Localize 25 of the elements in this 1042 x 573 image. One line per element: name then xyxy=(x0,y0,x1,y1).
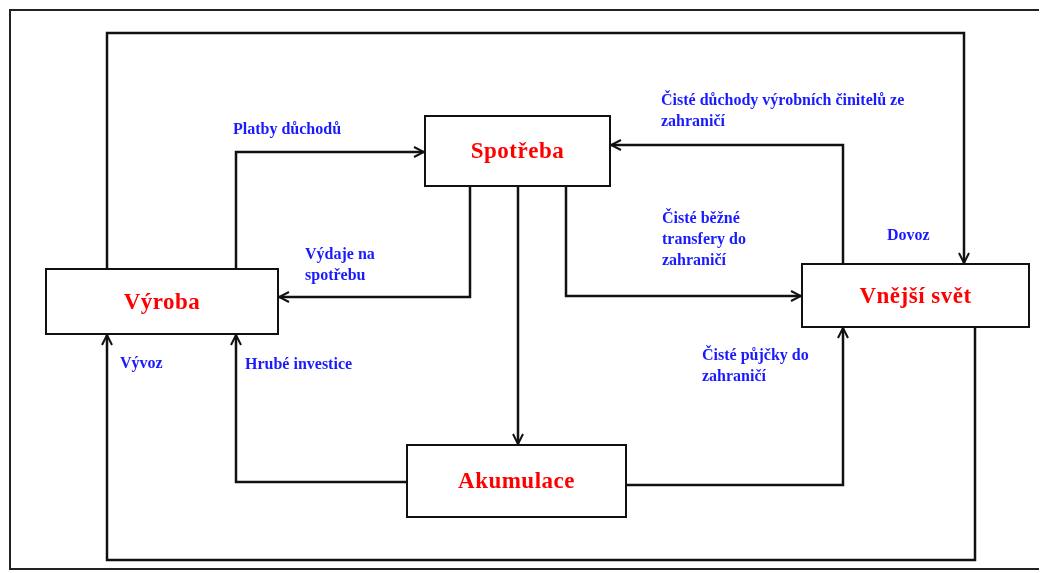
box-label: Vnější svět xyxy=(859,282,972,309)
arrow xyxy=(230,334,406,484)
process-box xyxy=(406,444,627,518)
box-label: Spotřeba xyxy=(470,138,565,164)
process-box xyxy=(801,263,1030,328)
arrow xyxy=(512,187,524,445)
edge-label: Čisté důchody výrobních činitelů ze zahraničí xyxy=(661,89,906,131)
edge-label: Výdaje na spotřebu xyxy=(305,244,376,285)
edge-label: Vývoz xyxy=(120,353,164,373)
edge-label: Hrubé investice xyxy=(245,354,354,374)
arrow xyxy=(105,31,970,268)
arrow xyxy=(101,328,977,562)
box-label: Výroba xyxy=(123,288,201,315)
box-label: Akumulace xyxy=(458,468,575,494)
arrow xyxy=(234,146,425,268)
edge-label: Čisté půjčky do zahraničí xyxy=(702,344,810,386)
edge-label: Čisté běžné transfery do zahraničí xyxy=(662,207,747,270)
process-box xyxy=(424,115,611,187)
arrow xyxy=(610,139,845,263)
arrow xyxy=(278,187,472,303)
arrow xyxy=(564,187,802,302)
process-box xyxy=(45,268,279,335)
edge-label: Dovoz xyxy=(887,225,931,245)
arrow xyxy=(627,327,849,487)
edge-label: Platby důchodů xyxy=(233,119,343,139)
